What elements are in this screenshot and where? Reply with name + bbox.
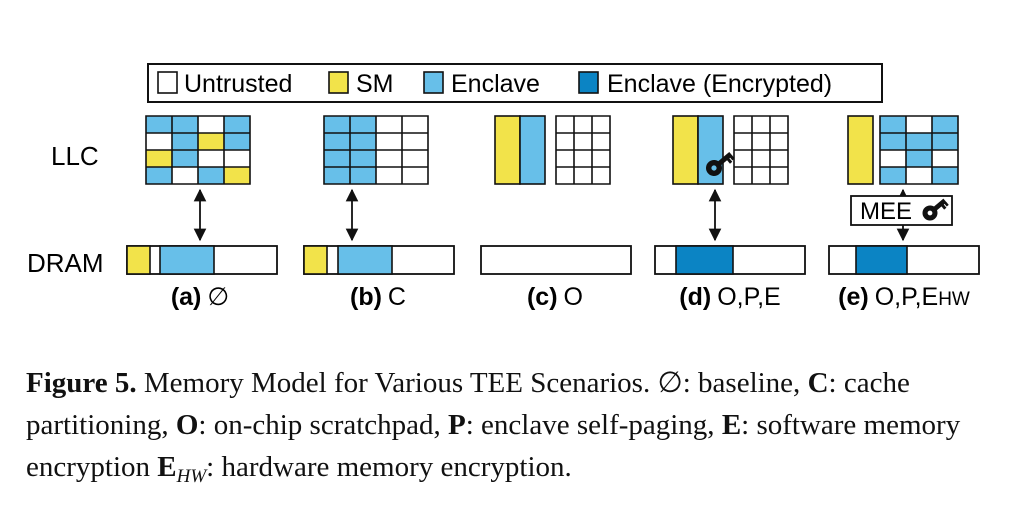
memory-model-figure: Untrusted SM Enclave Enclave (Encrypted)… [27,63,980,311]
panel-desc-e: O,P,E [875,283,938,311]
panel-desc-c: O [564,283,583,311]
panel-desc-d: O,P,E [717,283,780,311]
caption-sym-e: E [721,409,742,441]
caption-sym-o: O [175,409,199,441]
panel-d: (d)O,P,E [654,115,806,311]
caption-sym-null: ∅ [657,367,683,399]
panel-e: MEE (e)O,P,EHW [828,115,980,311]
scratchpad-sm-d [672,115,699,185]
dram-b [303,245,455,275]
panel-tag-a: (a) [171,283,202,311]
caption-sym-ehw-sub: HW [176,466,207,487]
caption-text-o: : on-chip scratchpad, [198,409,449,441]
caption-text-ehw: : hardware memory encryption. [206,451,572,483]
key-icon [706,151,735,176]
panel-b: (b)C [303,115,455,311]
panel-label-a: (a)∅ [171,283,229,311]
scratchpad-enclave-c [519,115,546,185]
llc-grid-a [145,115,251,185]
llc-grid-e [879,115,959,185]
figure-caption: Figure 5. Memory Model for Various TEE S… [26,362,1016,498]
caption-text-c: : cache partitioning, [26,367,910,441]
legend-label-enclave-encrypted: Enclave (Encrypted) [607,70,832,98]
scratchpad-sm-e [847,115,874,185]
caption-sym-c: C [807,367,829,399]
llc-grid-d [733,115,789,185]
mee-box: MEE [850,195,953,226]
llc-grid-b [323,115,429,185]
legend-label-untrusted: Untrusted [184,70,292,98]
panel-tag-e: (e) [838,283,869,311]
dram-d [654,245,806,275]
panel-tag-d: (d) [679,283,711,311]
legend-swatch-untrusted [157,71,178,94]
dram-e [828,245,980,275]
legend-swatch-enclave-encrypted [578,71,599,94]
panel-label-b: (b)C [350,283,406,311]
panel-label-d: (d)O,P,E [679,283,780,311]
key-icon [922,198,949,221]
row-label-llc: LLC [51,141,99,171]
panel-tag-b: (b) [350,283,382,311]
llc-grid-c [555,115,611,185]
legend-swatch-enclave [423,71,444,94]
row-label-dram: DRAM [27,248,104,278]
scratchpad-sm-c [494,115,521,185]
caption-sym-p: P [448,409,466,441]
panel-label-e: (e)O,P,EHW [838,283,970,311]
caption-sym-ehw: E [157,451,177,483]
panel-label-c: (c)O [527,283,583,311]
dram-c [480,245,632,275]
legend-box [147,63,883,103]
caption-title: Memory Model for Various TEE Scenarios. [136,367,658,399]
caption-text-p: : enclave self-paging, [465,409,722,441]
legend-label-sm: SM [356,70,394,98]
mee-label: MEE [860,198,912,225]
legend-label-enclave: Enclave [451,70,540,98]
caption-text-e: : software memory encryption [26,409,961,483]
panel-a: (a)∅ [126,115,278,311]
legend: Untrusted SM Enclave Enclave (Encrypted) [147,63,883,103]
panel-desc-sub-e: HW [938,289,970,310]
legend-swatch-sm [328,71,349,94]
caption-figure-label: Figure 5. [26,367,137,399]
panel-tag-c: (c) [527,283,558,311]
panel-desc-a: ∅ [207,283,229,311]
dram-a [126,245,278,275]
panel-desc-b: C [388,283,406,311]
panel-c: (c)O [480,115,632,311]
caption-text-null: : baseline, [682,367,808,399]
